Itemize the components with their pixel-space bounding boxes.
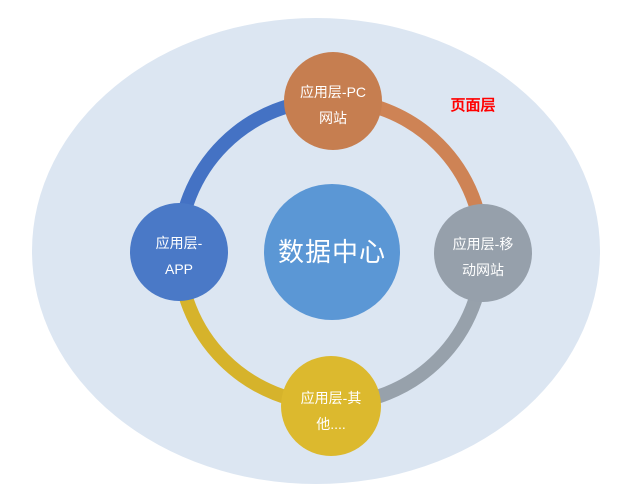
- node-app-label-line2: APP: [165, 261, 193, 277]
- node-pc-site-label-line2: 网站: [319, 110, 347, 126]
- node-pc-site: 应用层-PC 网站: [284, 52, 382, 150]
- node-data-center-circle: [264, 184, 400, 320]
- node-mobile-site: 应用层-移 动网站: [434, 204, 532, 302]
- node-other-circle: [281, 356, 381, 456]
- page-layer-annotation: 页面层: [450, 97, 495, 114]
- node-other: 应用层-其 他....: [281, 356, 381, 456]
- node-mobile-site-label-line2: 动网站: [462, 262, 504, 278]
- node-app: 应用层- APP: [130, 203, 228, 301]
- node-pc-site-circle: [284, 52, 382, 150]
- node-mobile-site-circle: [434, 204, 532, 302]
- node-other-label-line1: 应用层-其: [301, 390, 362, 406]
- node-data-center: 数据中心: [264, 184, 400, 320]
- node-app-label-line1: 应用层-: [156, 235, 203, 251]
- node-pc-site-label-line1: 应用层-PC: [300, 84, 366, 100]
- node-app-circle: [130, 203, 228, 301]
- node-mobile-site-label-line1: 应用层-移: [453, 236, 514, 252]
- node-other-label-line2: 他....: [316, 416, 346, 432]
- node-data-center-label: 数据中心: [278, 237, 386, 267]
